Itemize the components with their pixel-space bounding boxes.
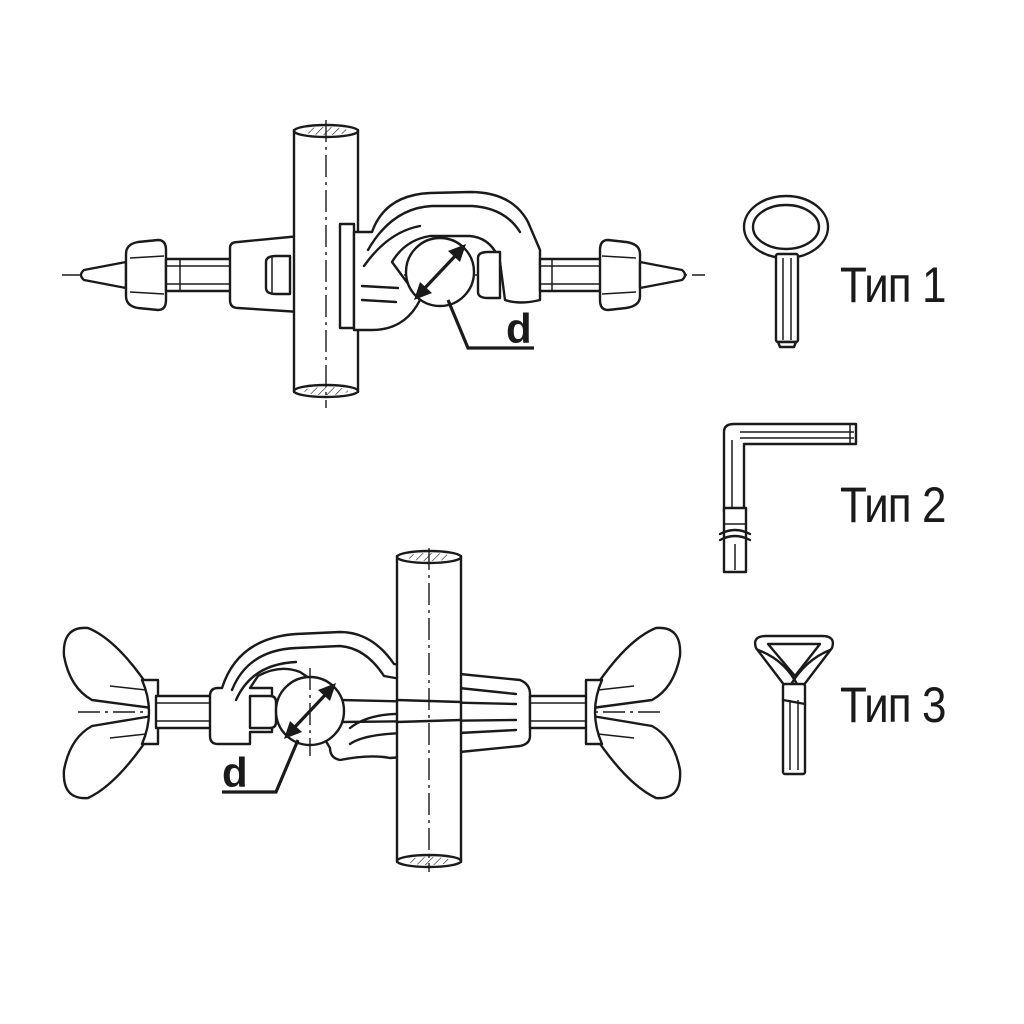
top-left-knob <box>79 238 168 312</box>
bottom-clamp-body <box>208 630 532 762</box>
key-type1-icon <box>742 194 830 349</box>
bottom-right-screw <box>528 694 590 730</box>
top-dimension-label: d <box>506 305 532 352</box>
bottom-left-screw <box>154 694 216 730</box>
bottom-vertical-rod <box>395 548 463 872</box>
type2-label: Тип 2 <box>840 477 947 533</box>
top-clamp-arm <box>338 190 542 332</box>
top-gripped-object <box>404 236 534 350</box>
bottom-clamp: d <box>62 548 682 872</box>
key-type3-icon <box>753 634 835 776</box>
top-right-screw <box>538 257 604 293</box>
key-type2-icon <box>718 422 858 574</box>
top-left-screw <box>164 257 236 293</box>
bottom-gripped-object <box>222 668 346 794</box>
top-clamp: d <box>62 120 705 408</box>
bottom-dimension-label: d <box>222 749 248 796</box>
type1-label: Тип 1 <box>840 257 947 313</box>
top-right-knob <box>598 238 687 312</box>
bottom-left-wingnut <box>62 626 160 800</box>
bottom-right-wingnut <box>584 626 682 800</box>
type3-label: Тип 3 <box>840 677 947 733</box>
